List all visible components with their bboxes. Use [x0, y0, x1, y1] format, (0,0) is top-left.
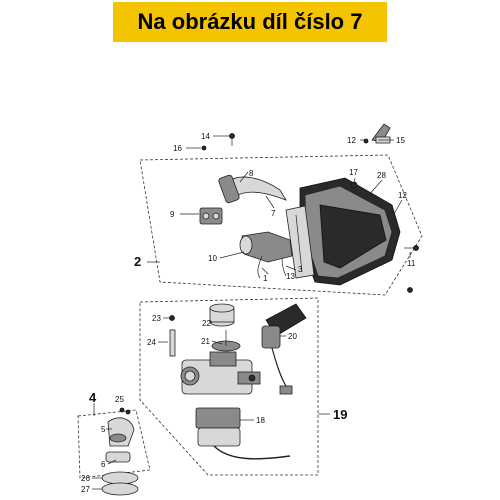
- banner-title: Na obrázku díl číslo 7: [137, 9, 363, 34]
- callout-20: 20: [288, 332, 297, 341]
- callout-16: 16: [173, 144, 182, 153]
- group-4-outline: [77, 409, 151, 479]
- part-6-gasket: [105, 451, 131, 463]
- part-24-needle: [169, 329, 176, 357]
- callout-5: 5: [101, 425, 106, 434]
- callout-18: 18: [256, 416, 265, 425]
- intake-hose: [218, 174, 287, 204]
- callout-12-top: 12: [347, 136, 356, 145]
- callout-24: 24: [147, 338, 156, 347]
- callout-26: 26: [81, 474, 90, 483]
- callout-13: 13: [286, 272, 295, 281]
- callout-11: 11: [407, 259, 416, 268]
- group-19-outline: [139, 297, 319, 476]
- part-22-cap: [209, 303, 235, 327]
- callout-10: 10: [208, 254, 217, 263]
- intake-boot: [239, 231, 293, 263]
- callout-4: 4: [89, 390, 97, 405]
- callout-12-right: 12: [398, 191, 407, 200]
- callout-8: 8: [249, 169, 254, 178]
- carburetor-body: [180, 351, 261, 395]
- title-banner: Na obrázku díl číslo 7: [113, 2, 387, 42]
- callout-17: 17: [349, 168, 358, 177]
- callout-19: 19: [333, 407, 347, 422]
- part-5-insulator: [107, 417, 135, 447]
- air-filter-box: [285, 177, 401, 286]
- callout-14: 14: [201, 132, 210, 141]
- callout-7: 7: [271, 209, 276, 218]
- callout-23: 23: [152, 314, 161, 323]
- part-27-gasket: [101, 482, 139, 496]
- part-18-float-bowl: [195, 407, 241, 447]
- callout-9: 9: [170, 210, 175, 219]
- callout-21: 21: [201, 337, 210, 346]
- callout-1: 1: [263, 274, 268, 283]
- callout-27: 27: [81, 485, 90, 494]
- part-20-choke: [261, 303, 307, 395]
- callout-3: 3: [298, 265, 303, 274]
- part-26-gasket: [101, 471, 139, 485]
- callout-6: 6: [101, 460, 106, 469]
- callout-28: 28: [377, 171, 386, 180]
- callout-22: 22: [202, 319, 211, 328]
- callout-2: 2: [134, 254, 141, 269]
- callout-15: 15: [396, 136, 405, 145]
- callout-25: 25: [115, 395, 124, 404]
- part-9-bracket: [199, 207, 223, 225]
